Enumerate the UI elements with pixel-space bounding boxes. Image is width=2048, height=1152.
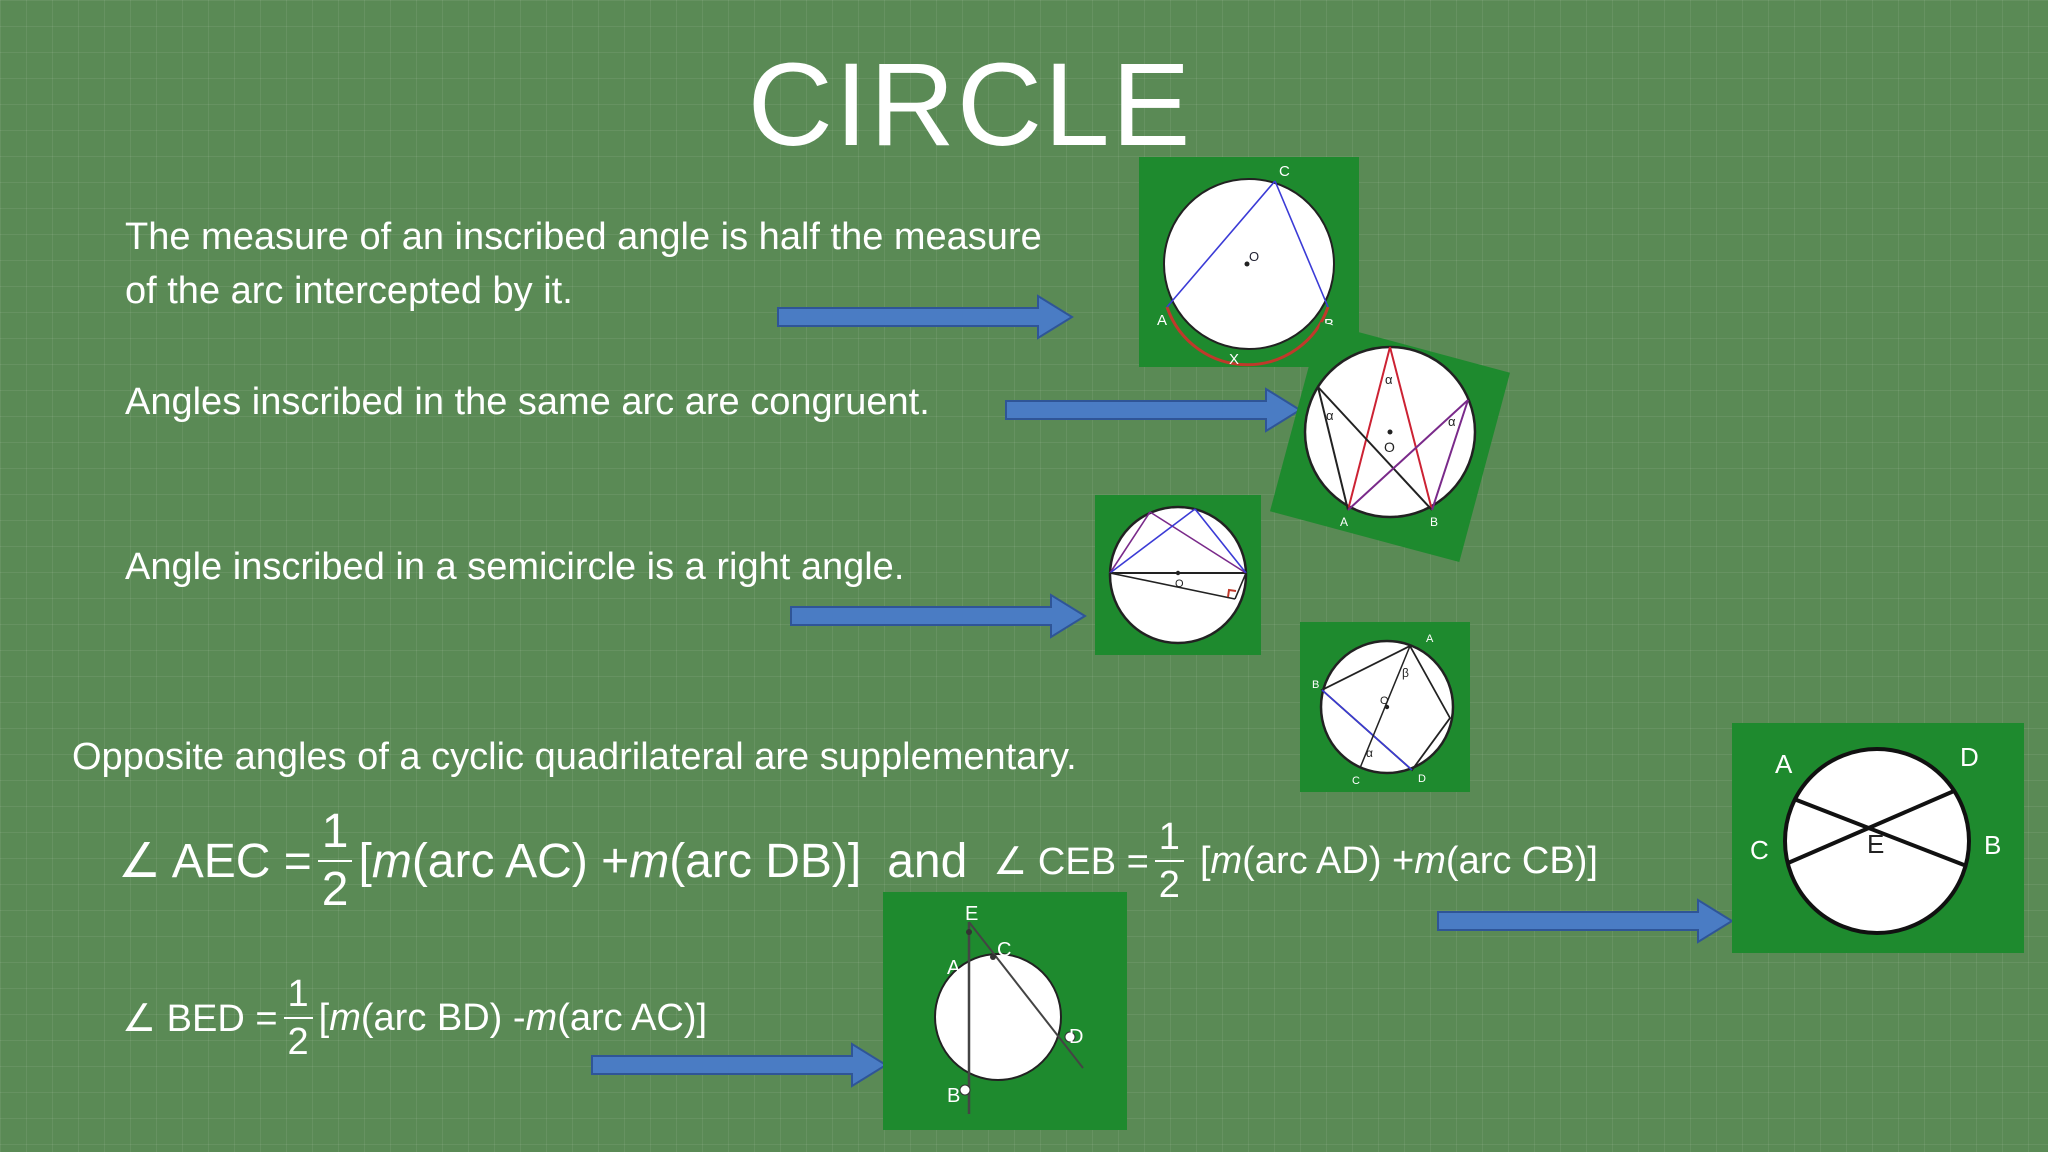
statement-semicircle: Angle inscribed in a semicircle is a rig…	[125, 546, 905, 588]
arrow-right-icon	[591, 1042, 888, 1088]
arrow-right-icon	[1437, 898, 1734, 944]
fraction-numerator: 1	[283, 975, 313, 1019]
figure-label-alpha: α	[1326, 408, 1334, 423]
figure-label-beta: β	[1402, 666, 1409, 680]
figure-secants: E C A D B	[883, 892, 1127, 1130]
figure-label-o: O	[1249, 249, 1259, 264]
arrow-right-icon	[777, 294, 1074, 340]
figure-label-c: C	[1279, 163, 1290, 180]
measure-m: m	[329, 996, 361, 1039]
figure-label-b: B	[947, 1085, 960, 1107]
statement-inscribed-line1: The measure of an inscribed angle is hal…	[125, 216, 1042, 258]
conjunction-and: and	[887, 834, 968, 888]
measure-m: m	[1210, 839, 1243, 882]
arc-term: (arc AD) +	[1242, 839, 1415, 882]
formula-aec-lhs: ∠ AEC =	[118, 835, 312, 888]
arc-term: (arc AC)]	[557, 996, 708, 1039]
formula-bed-lhs: ∠ BED =	[122, 997, 278, 1040]
fraction-half: 1 2	[317, 808, 353, 916]
figure-label-d: D	[1418, 773, 1426, 785]
measure-m: m	[1414, 839, 1446, 882]
fraction-denominator: 2	[287, 1021, 309, 1063]
statement-inscribed-angle: The measure of an inscribed angle is hal…	[125, 210, 1042, 318]
figure-cyclic-quadrilateral: O β α A B C D	[1300, 622, 1470, 792]
formula-ceb: ∠ CEB = 1 2 [m(arc AD) + m(arc CB)]	[993, 818, 1598, 904]
arc-term: (arc DB)]	[669, 834, 862, 888]
bracket-open: [	[358, 834, 372, 888]
figure-same-arc: O α α α A B	[1269, 321, 1511, 563]
figure-label-b: B	[1984, 830, 2001, 860]
statement-same-arc: Angles inscribed in the same arc are con…	[125, 381, 930, 423]
figure-label-c: C	[1352, 775, 1360, 787]
figure-label-b: B	[1312, 679, 1319, 691]
fraction-denominator: 2	[321, 863, 349, 916]
figure-label-x: X	[1229, 351, 1239, 368]
fraction-denominator: 2	[1158, 864, 1180, 906]
statement-cyclic-quad: Opposite angles of a cyclic quadrilatera…	[72, 736, 1077, 778]
figure-label-a: A	[1775, 749, 1793, 779]
fraction-half: 1 2	[1154, 818, 1184, 906]
figure-label-d: D	[1960, 742, 1979, 772]
figure-label-alpha: α	[1448, 414, 1456, 429]
measure-m: m	[371, 834, 412, 888]
figure-intersecting-chords: A D C B E	[1732, 723, 2024, 953]
arc-term: (arc BD) -	[360, 996, 526, 1039]
fraction-half: 1 2	[283, 975, 313, 1063]
arc-term: (arc AC) +	[411, 834, 630, 888]
statement-inscribed-line2: of the arc intercepted by it.	[125, 270, 573, 312]
measure-m: m	[525, 996, 558, 1039]
figure-label-o: O	[1384, 439, 1395, 455]
figure-label-b: B	[1430, 515, 1438, 529]
figure-label-c: C	[997, 939, 1011, 961]
formula-ceb-lhs: ∠ CEB =	[993, 840, 1149, 883]
fraction-numerator: 1	[317, 808, 353, 862]
figure-label-a: A	[1426, 633, 1434, 645]
page-title: CIRCLE	[747, 39, 1193, 171]
bracket-open: [	[1199, 839, 1211, 882]
figure-label-alpha: α	[1366, 746, 1373, 760]
formula-aec-ceb: ∠ AEC = 1 2 [m(arc AC) + m(arc DB)] and …	[118, 808, 1598, 914]
arrow-right-icon	[1005, 387, 1302, 433]
arc-term: (arc CB)]	[1445, 839, 1598, 882]
figure-label-a: A	[947, 957, 961, 979]
figure-label-o: O	[1175, 578, 1184, 590]
figure-label-o: O	[1380, 695, 1389, 707]
fraction-numerator: 1	[1154, 818, 1184, 862]
figure-label-d: D	[1069, 1026, 1083, 1048]
figure-label-alpha: α	[1385, 372, 1393, 387]
figure-label-a: A	[1157, 312, 1167, 329]
arrow-right-icon	[790, 593, 1087, 639]
figure-label-e: E	[1867, 829, 1884, 859]
measure-m: m	[629, 834, 670, 888]
bracket-open: [	[318, 996, 330, 1039]
figure-semicircle: O	[1095, 495, 1261, 655]
formula-bed: ∠ BED = 1 2 [m(arc BD) - m(arc AC)]	[122, 975, 707, 1061]
figure-label-c: C	[1750, 835, 1769, 865]
figure-label-e: E	[965, 903, 978, 925]
figure-label-a: A	[1340, 515, 1348, 529]
